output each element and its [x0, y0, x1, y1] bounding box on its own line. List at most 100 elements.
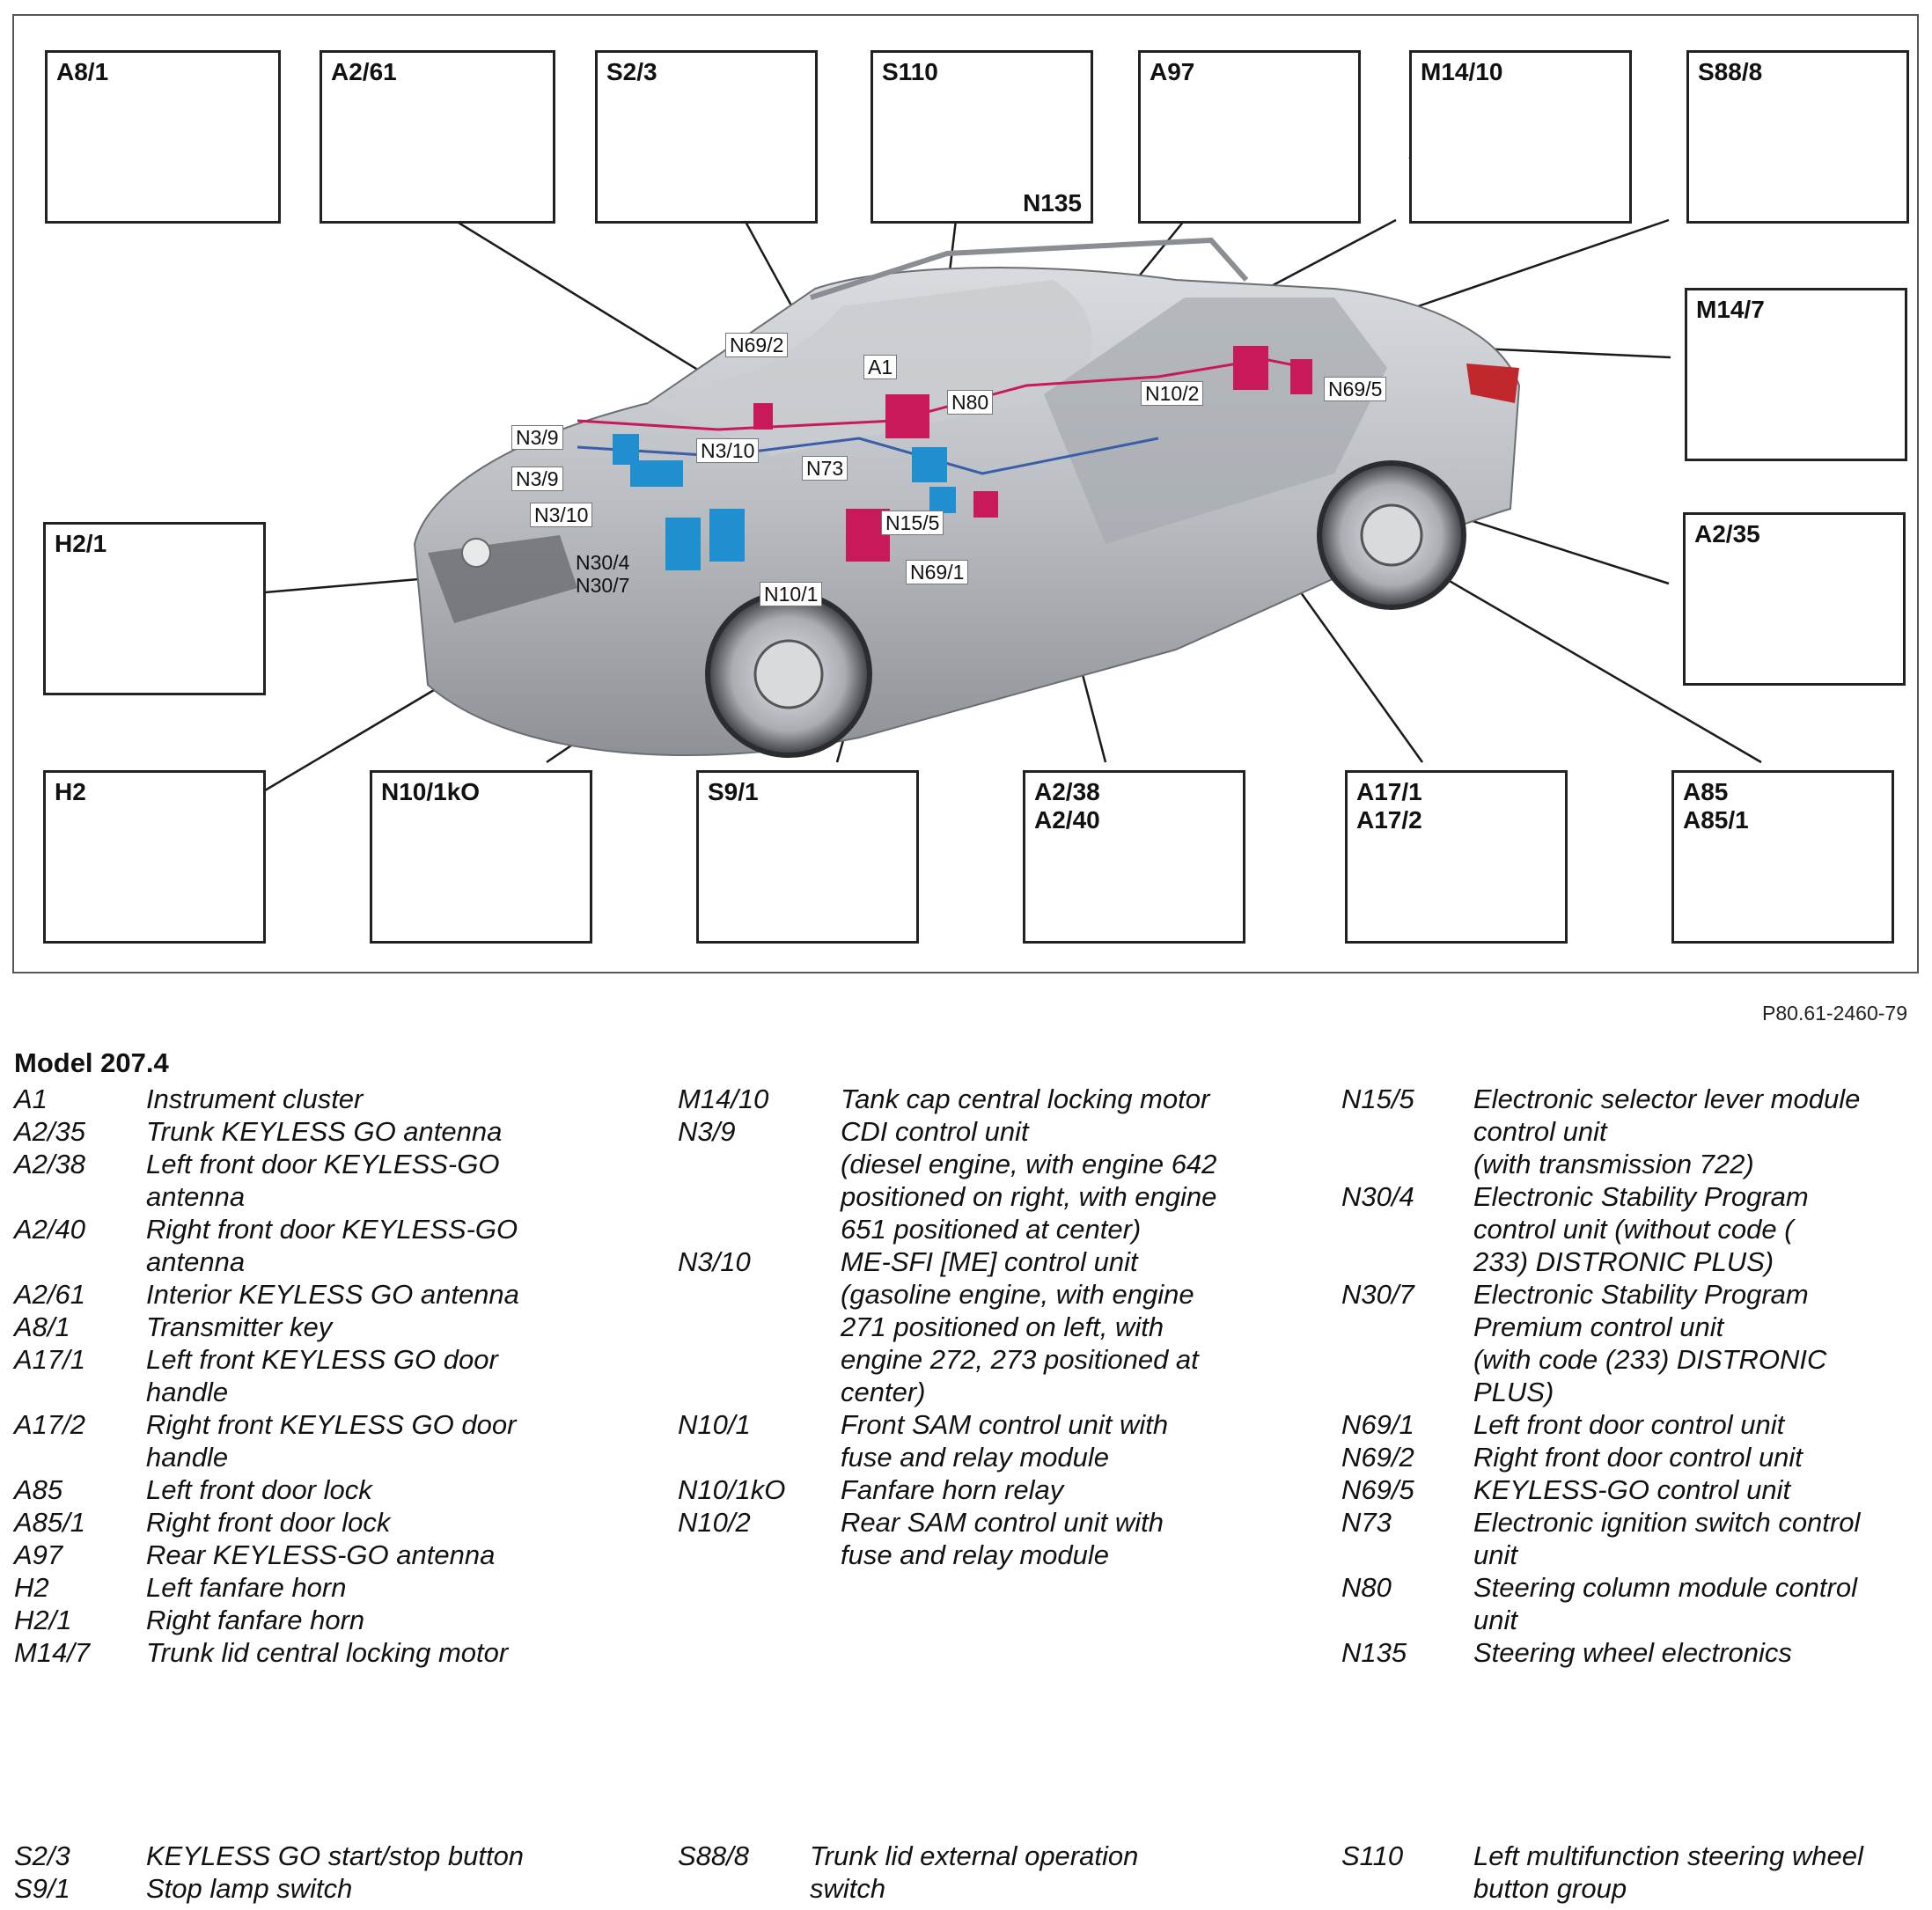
callout-a1: A1 [863, 355, 898, 379]
legend-code: N10/1 [678, 1409, 751, 1440]
box-tank-cap-motor: M14/10 [1409, 50, 1632, 224]
legend-code: A85/1 [14, 1507, 86, 1538]
legend-code: A2/61 [14, 1279, 86, 1310]
legend-code: N30/7 [1341, 1279, 1414, 1310]
legend-code: N3/10 [678, 1246, 751, 1277]
legend-code: N69/2 [1341, 1442, 1414, 1473]
legend-code: N69/5 [1341, 1474, 1414, 1505]
box-label: H2/1 [55, 530, 107, 557]
legend-row: N69/1 Left front door control unit [1341, 1408, 1860, 1441]
legend-code: N10/1kO [678, 1474, 786, 1505]
legend-code: M14/10 [678, 1084, 769, 1114]
legend-row: N10/1 Front SAM control unit with fuse an… [678, 1408, 1216, 1473]
box-label: H2 [55, 778, 86, 805]
legend-description: Left front door KEYLESS-GO antenna [146, 1149, 500, 1212]
legend-code: N15/5 [1341, 1084, 1414, 1114]
legend-column-3: N15/5 Electronic selector lever module co… [1341, 1083, 1860, 1669]
legend-code: N30/4 [1341, 1181, 1414, 1212]
legend-row: N15/5 Electronic selector lever module co… [1341, 1083, 1860, 1180]
legend-description: Tank cap central locking motor [841, 1084, 1210, 1114]
box-interior-antenna: A2/61 [320, 50, 555, 224]
box-label: A85 A85/1 [1683, 778, 1749, 834]
box-label: A17/1 A17/2 [1356, 778, 1422, 834]
box-trunk-lid-motor: M14/7 [1685, 288, 1907, 461]
legend-description: Right fanfare horn [146, 1605, 365, 1635]
legend-description: Trunk lid central locking motor [146, 1637, 509, 1668]
box-horn-relay: N10/1kO [370, 770, 592, 944]
box-label: A97 [1150, 58, 1195, 85]
box-label-secondary: N135 [1023, 189, 1082, 217]
legend-title: Model 207.4 [14, 1047, 169, 1078]
component-location-diagram: A8/1 A2/61 S2/3 S110 N135 A97 M14/10 S88… [12, 14, 1919, 973]
box-transmitter-key: A8/1 [45, 50, 281, 224]
legend-description: Trunk lid external operation switch [810, 1840, 1139, 1904]
box-trunk-antenna: A2/35 [1683, 512, 1906, 686]
legend-description: Front SAM control unit with fuse and rel… [841, 1409, 1169, 1473]
box-label: M14/10 [1421, 58, 1503, 85]
box-trunk-switch: S88/8 [1686, 50, 1909, 224]
callout-n69-2: N69/2 [725, 333, 789, 357]
legend-code: A1 [14, 1084, 48, 1114]
legend-description: Steering wheel electronics [1473, 1637, 1792, 1668]
callout-n3-10-upper: N3/10 [696, 438, 760, 463]
legend-description: ME-SFI [ME] control unit (gasoline engin… [841, 1246, 1199, 1407]
legend-code: A85 [14, 1474, 63, 1505]
legend-code: N69/1 [1341, 1409, 1414, 1440]
legend-description: Left front door control unit [1473, 1409, 1785, 1440]
legend-description: Rear KEYLESS-GO antenna [146, 1539, 496, 1570]
legend-code: A17/1 [14, 1344, 86, 1375]
callout-n69-1: N69/1 [906, 560, 969, 584]
callout-n3-10-lower: N3/10 [530, 503, 593, 527]
box-door-handles: A17/1 A17/2 [1345, 770, 1568, 944]
legend-code: S9/1 [14, 1873, 70, 1904]
callout-n80: N80 [947, 390, 994, 415]
legend-code: N3/9 [678, 1116, 736, 1147]
legend-code: A8/1 [14, 1311, 70, 1342]
legend-description: Left front KEYLESS GO door handle [146, 1344, 498, 1407]
legend-code: A2/35 [14, 1116, 86, 1147]
box-label: S9/1 [708, 778, 759, 805]
figure-reference: P80.61-2460-79 [1762, 1002, 1907, 1025]
callout-n69-5: N69/5 [1324, 377, 1387, 401]
legend-code: N10/2 [678, 1507, 751, 1538]
box-right-horn: H2/1 [43, 522, 266, 695]
callout-n10-1: N10/1 [760, 582, 823, 606]
legend-description: Left fanfare horn [146, 1572, 347, 1603]
box-label: A2/35 [1694, 520, 1760, 547]
box-label: N10/1kO [381, 778, 481, 805]
callout-n30-4-n30-7: N30/4 N30/7 [576, 551, 630, 597]
box-door-locks: A85 A85/1 [1671, 770, 1894, 944]
legend-code: H2 [14, 1572, 49, 1603]
box-start-stop-button: S2/3 [595, 50, 818, 224]
legend-code: A17/2 [14, 1409, 86, 1440]
box-label: M14/7 [1696, 296, 1765, 323]
legend-code: H2/1 [14, 1605, 72, 1635]
legend-description: Electronic selector lever module control… [1473, 1084, 1861, 1179]
callout-n10-2: N10/2 [1141, 381, 1204, 406]
callout-n15-5: N15/5 [881, 511, 944, 535]
legend-description: CDI control unit (diesel engine, with en… [841, 1116, 1217, 1245]
legend-description: Right front door KEYLESS-GO antenna [146, 1214, 518, 1277]
legend-row: A17/1 Left front KEYLESS GO door handle [14, 1343, 519, 1408]
legend-description: Trunk KEYLESS GO antenna [146, 1116, 503, 1147]
legend-description: Right front KEYLESS GO door handle [146, 1409, 517, 1473]
